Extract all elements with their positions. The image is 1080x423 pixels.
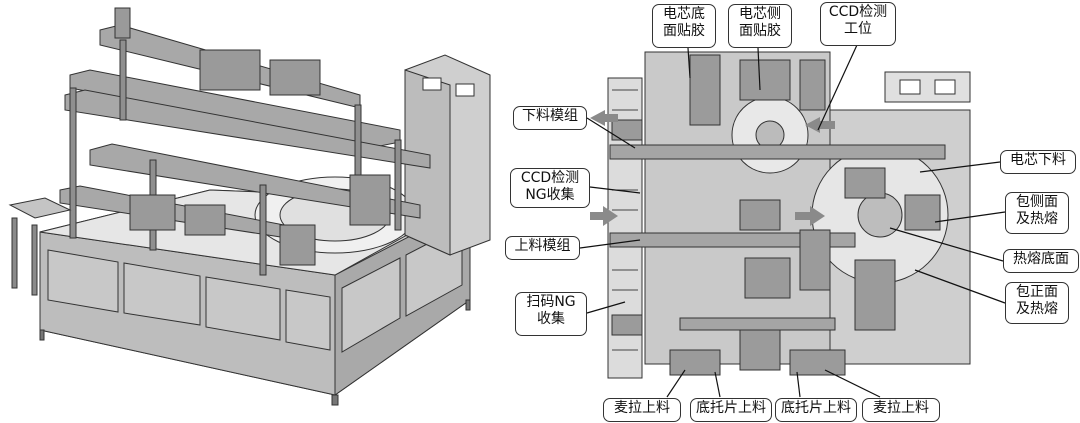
label-cell-bottom-tape: 电芯底 面贴胶 [652,4,716,48]
label-wrap-side-hot-melt: 包侧面 及热熔 [1005,192,1069,234]
callout-leaders [579,44,1006,398]
top-view-layout [590,51,971,379]
label-bottom-tray-load-left: 底托片上料 [690,398,772,422]
label-bottom-tray-load-right: 底托片上料 [775,398,857,422]
isometric-machine-view [8,7,491,406]
label-wrap-front-hot-melt: 包正面 及热熔 [1005,282,1069,324]
label-ccd-station: CCD检测 工位 [820,2,896,46]
label-mylar-load-right: 麦拉上料 [862,398,940,422]
label-load-module: 上料模组 [505,236,580,260]
label-hot-melt-bottom: 热熔底面 [1003,249,1079,273]
label-cell-unload: 电芯下料 [1000,150,1076,174]
label-ccd-ng-collection: CCD检测 NG收集 [510,168,590,208]
label-mylar-load-left: 麦拉上料 [603,398,681,422]
label-scan-ng-collection: 扫码NG 收集 [515,292,587,336]
label-cell-side-tape: 电芯侧 面贴胶 [728,4,792,48]
label-unload-module: 下料模组 [513,106,587,130]
